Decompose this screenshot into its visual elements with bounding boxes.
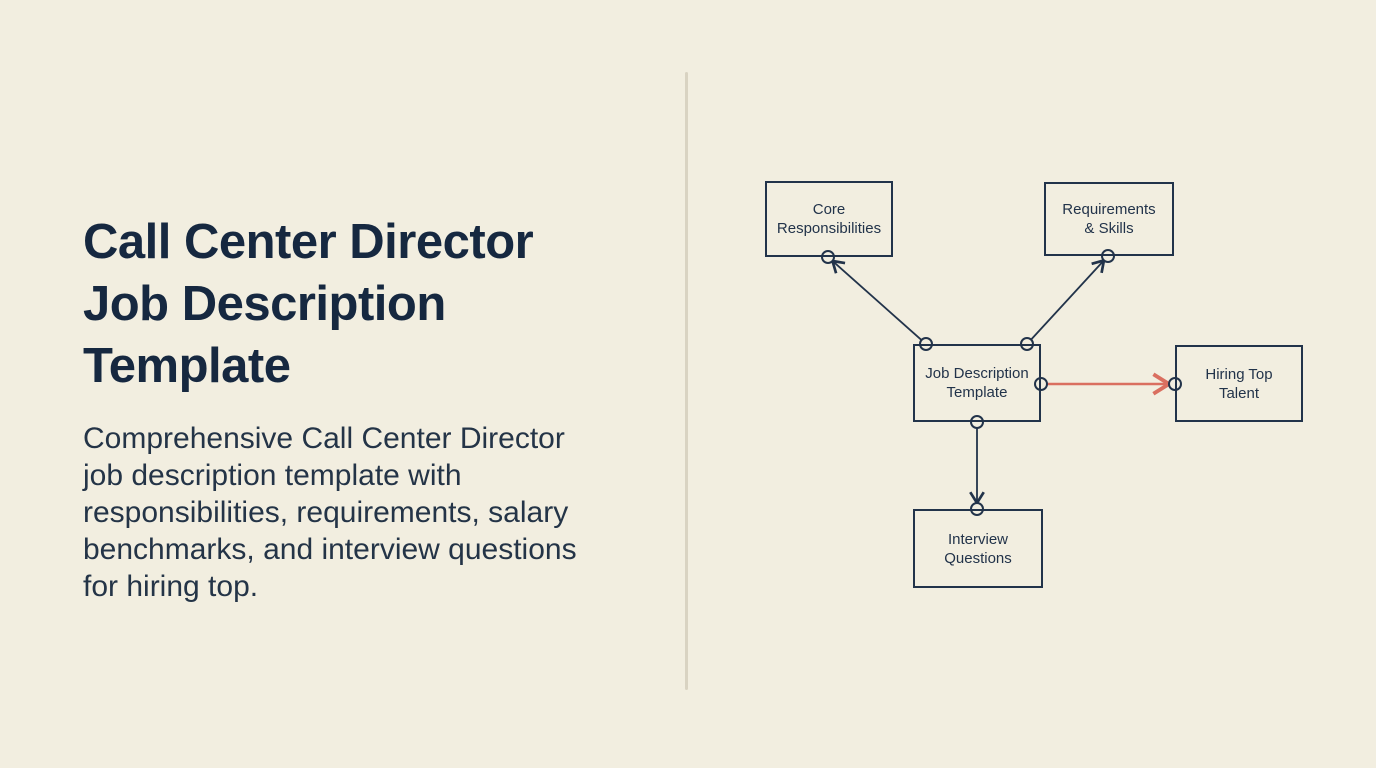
diagram-node-label: Core Responsibilities — [776, 201, 882, 237]
connector-port — [970, 415, 984, 429]
page-title: Call Center Director Job Description Tem… — [83, 214, 534, 393]
diagram-node-label: Hiring Top Talent — [1205, 365, 1273, 402]
diagram-node-label: Job Description Template — [925, 365, 1029, 401]
edge-template-to-core — [830, 259, 923, 341]
connector-port — [1034, 377, 1048, 391]
diagram-node-interview-questions: Interview Questions — [913, 509, 1043, 588]
diagram-node-requirements-skills: Requirements & Skills — [1044, 182, 1174, 256]
connector-port — [821, 250, 835, 264]
diagram-node-job-description-template: Job Description Template — [913, 344, 1041, 422]
diagram-node-hiring-top-talent: Hiring Top Talent — [1175, 345, 1303, 422]
connector-port — [1101, 249, 1115, 263]
diagram-node-label: Requirements & Skills — [1062, 201, 1156, 237]
page-description: Comprehensive Call Center Director job d… — [83, 422, 577, 603]
diagram-node-core-responsibilities: Core Responsibilities — [765, 181, 893, 257]
edge-template-to-requirements — [1030, 258, 1106, 341]
vertical-divider — [685, 72, 688, 690]
diagram-node-label: Interview Questions — [944, 530, 1012, 567]
